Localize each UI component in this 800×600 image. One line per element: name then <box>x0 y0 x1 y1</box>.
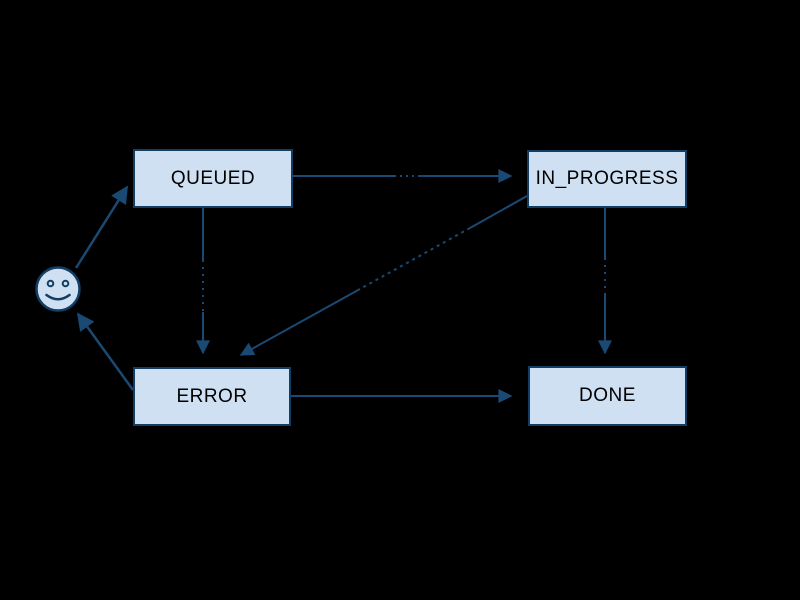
state-label-error: ERROR <box>176 385 248 407</box>
smiley-right-eye <box>61 279 70 288</box>
state-label-in-progress: IN_PROGRESS <box>535 168 679 189</box>
state-node-done: DONE <box>528 366 687 426</box>
state-node-error: ERROR <box>133 367 291 426</box>
state-label-queued: QUEUED <box>170 167 256 189</box>
smiley-mouth <box>45 293 71 301</box>
state-label-done: DONE <box>579 385 636 406</box>
smiley-icon <box>35 266 81 312</box>
edge-error-to-start <box>76 312 135 391</box>
state-node-queued: QUEUED <box>133 149 293 208</box>
edge-start-to-queued <box>74 185 129 269</box>
state-node-in-progress: IN_PROGRESS <box>527 150 687 208</box>
smiley-left-eye <box>46 279 55 288</box>
edge-in-progress-to-error <box>239 195 528 356</box>
